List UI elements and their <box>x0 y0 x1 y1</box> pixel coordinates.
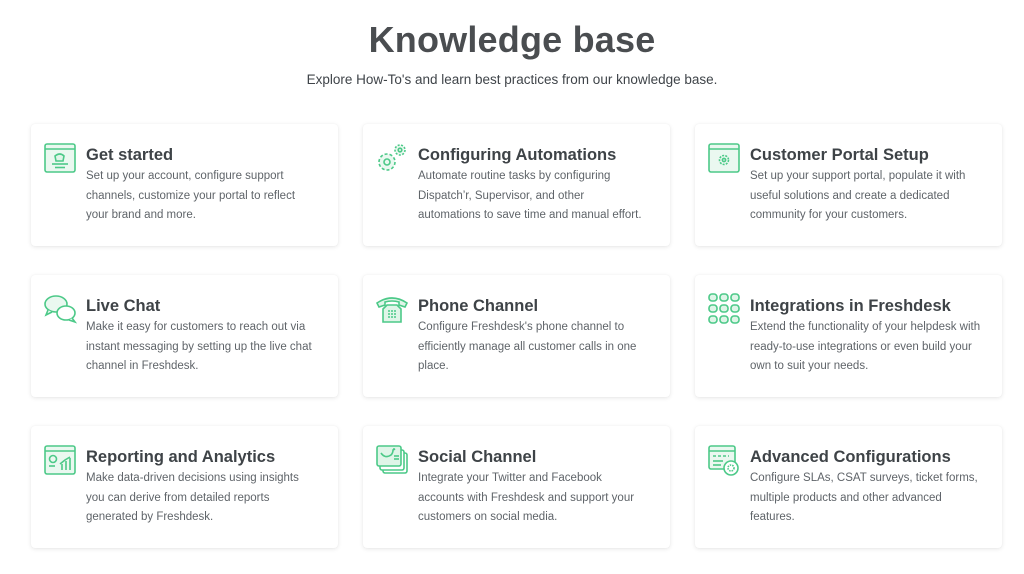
card-title: Social Channel <box>418 448 537 466</box>
category-card-advanced-configurations[interactable]: Advanced Configurations Configure SLAs, … <box>695 426 1002 548</box>
card-description: Integrate your Twitter and Facebook acco… <box>418 472 635 523</box>
card-description: Configure SLAs, CSAT surveys, ticket for… <box>750 472 978 523</box>
analytics-chart-icon <box>43 443 77 477</box>
category-card-social-channel[interactable]: Social Channel Integrate your Twitter an… <box>363 426 670 548</box>
category-card-phone-channel[interactable]: Phone Channel Configure Freshdesk's phon… <box>363 275 670 397</box>
card-description: Extend the functionality of your helpdes… <box>750 321 981 372</box>
category-card-get-started[interactable]: Get started Set up your account, configu… <box>31 124 338 246</box>
portal-settings-icon <box>707 141 741 175</box>
knowledge-base-categories: Get started Set up your account, configu… <box>31 124 1002 548</box>
card-title: Phone Channel <box>418 297 539 315</box>
category-card-live-chat[interactable]: Live Chat Make it easy for customers to … <box>31 275 338 397</box>
category-card-integrations[interactable]: Integrations in Freshdesk Extend the fun… <box>695 275 1002 397</box>
card-description: Automate routine tasks by configuring Di… <box>418 170 642 221</box>
browser-window-icon <box>43 141 77 175</box>
card-title: Live Chat <box>86 297 161 315</box>
card-title: Integrations in Freshdesk <box>750 297 951 315</box>
page-title: Knowledge base <box>368 19 656 60</box>
social-twitter-icon <box>375 443 409 477</box>
category-card-configuring-automations[interactable]: Configuring Automations Automate routine… <box>363 124 670 246</box>
grid-apps-icon <box>707 292 741 326</box>
card-description: Make it easy for customers to reach out … <box>86 321 312 372</box>
card-title: Configuring Automations <box>418 146 617 164</box>
card-description: Make data-driven decisions using insight… <box>86 472 299 523</box>
category-card-reporting-analytics[interactable]: Reporting and Analytics Make data-driven… <box>31 426 338 548</box>
card-title: Reporting and Analytics <box>86 448 276 466</box>
telephone-icon <box>375 292 409 326</box>
card-title: Get started <box>86 146 174 164</box>
page-header: Knowledge base Explore How-To's and lear… <box>0 0 1024 89</box>
card-description: Configure Freshdesk's phone channel to e… <box>418 321 637 372</box>
category-card-customer-portal-setup[interactable]: Customer Portal Setup Set up your suppor… <box>695 124 1002 246</box>
gears-icon <box>375 141 409 175</box>
card-description: Set up your support portal, populate it … <box>750 170 966 221</box>
card-title: Customer Portal Setup <box>750 146 929 164</box>
chat-bubbles-icon <box>43 292 77 326</box>
advanced-config-icon <box>707 443 741 477</box>
card-description: Set up your account, configure support c… <box>86 170 296 221</box>
card-title: Advanced Configurations <box>750 448 951 466</box>
page-subtitle: Explore How-To's and learn best practice… <box>306 72 718 87</box>
